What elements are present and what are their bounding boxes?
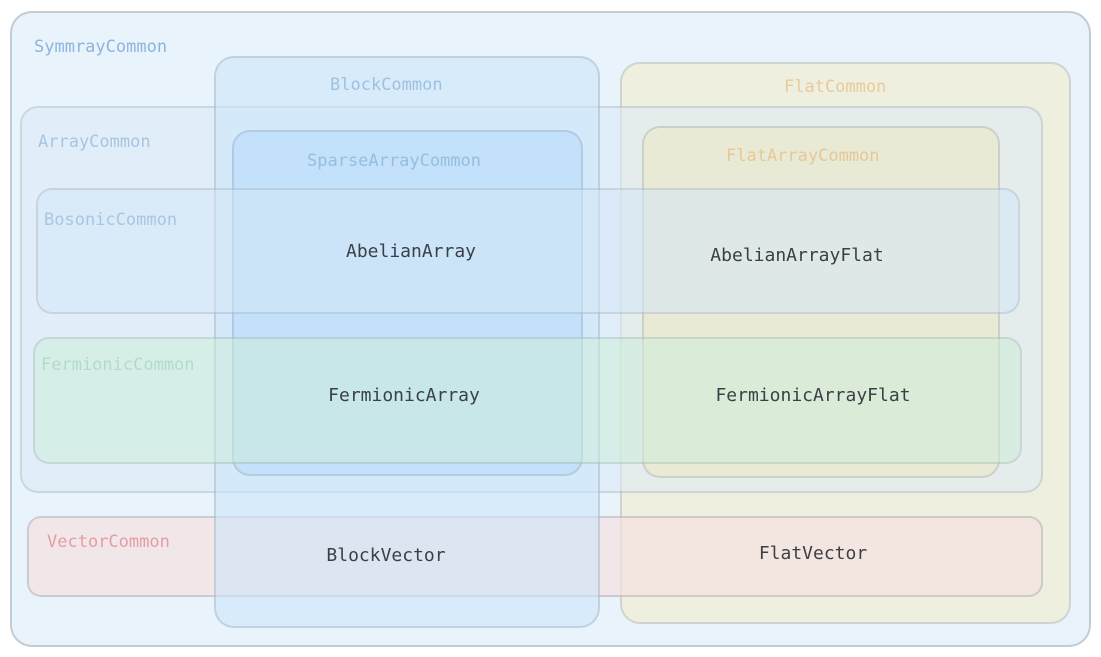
- array-common-label: ArrayCommon: [38, 132, 151, 152]
- block-vector-label: BlockVector: [326, 545, 446, 566]
- fermionic-array-label: FermionicArray: [328, 385, 480, 406]
- bosonic-common-box: BosonicCommon: [36, 188, 1020, 314]
- abelian-array-flat-label: AbelianArrayFlat: [710, 245, 884, 266]
- flat-common-label: FlatCommon: [784, 77, 887, 97]
- sparse-array-common-label: SparseArrayCommon: [307, 151, 481, 171]
- bosonic-common-label: BosonicCommon: [44, 210, 178, 230]
- block-common-label: BlockCommon: [330, 75, 443, 95]
- flat-vector-label: FlatVector: [758, 543, 868, 564]
- fermionic-common-label: FermionicCommon: [41, 355, 195, 375]
- symmray-common-label: SymmrayCommon: [34, 37, 168, 57]
- vector-common-label: VectorCommon: [47, 532, 170, 552]
- fermionic-array-flat-label: FermionicArrayFlat: [715, 385, 911, 406]
- fermionic-common-box: FermionicCommon: [33, 337, 1022, 464]
- flat-array-common-label: FlatArrayCommon: [726, 146, 880, 166]
- abelian-array-label: AbelianArray: [345, 241, 477, 262]
